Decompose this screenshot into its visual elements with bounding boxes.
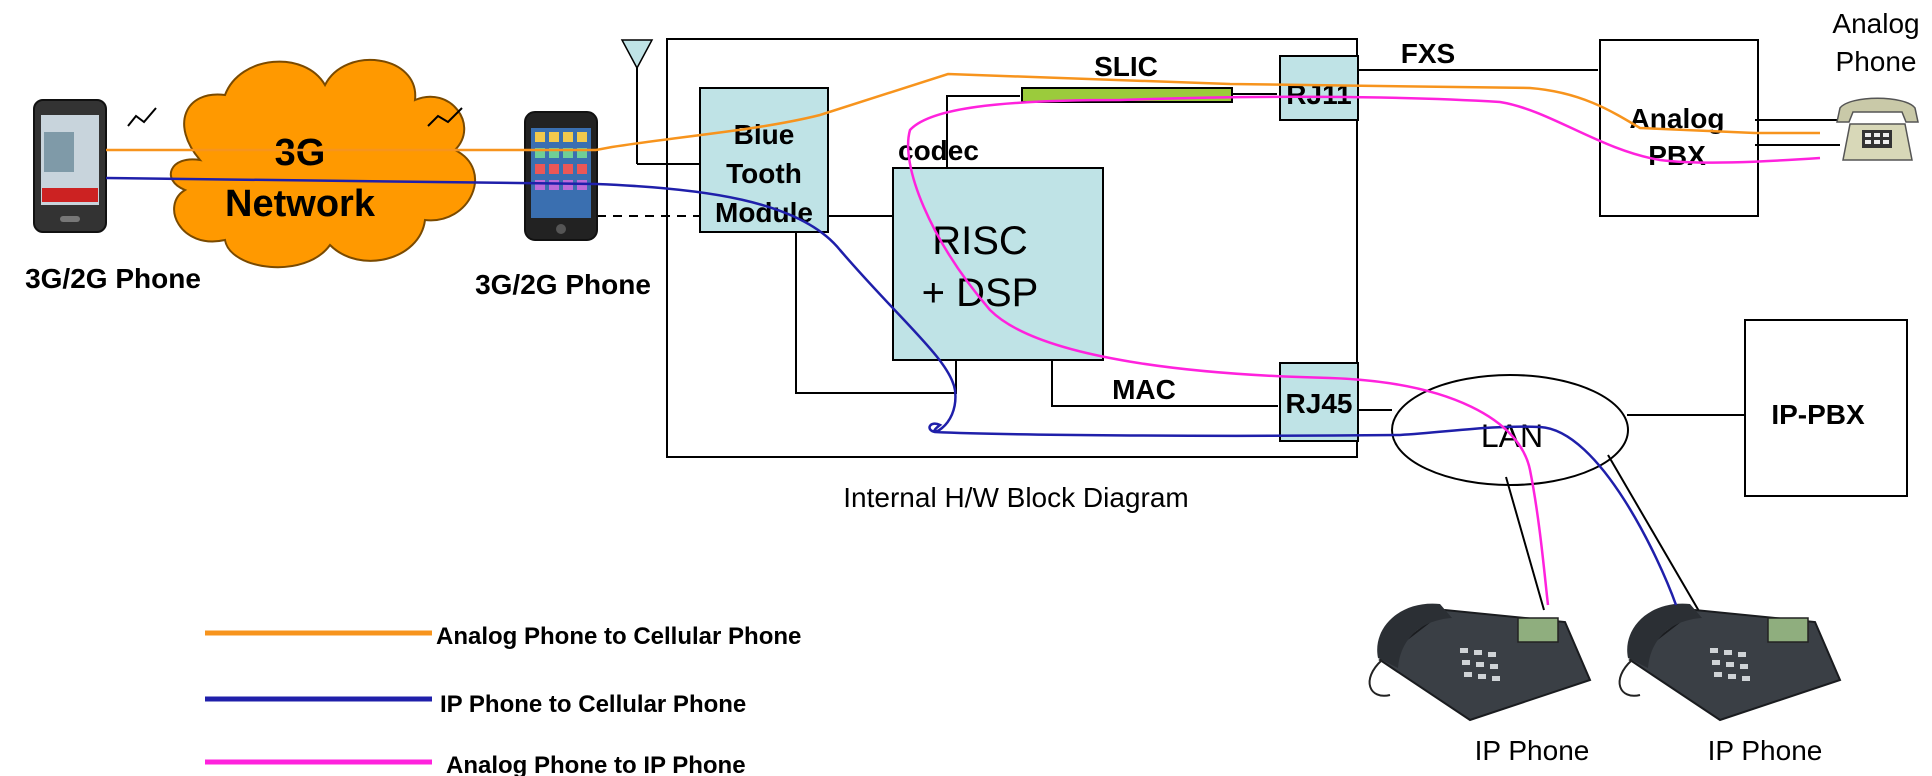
bluetooth-label-line1: Blue (734, 119, 795, 150)
fxs-label: FXS (1401, 38, 1455, 69)
cloud-label-line1: 3G (275, 132, 326, 174)
path-analog-to-ip (906, 95, 1821, 606)
analog-pbx-block (1599, 39, 1759, 217)
rj11-block (1279, 55, 1359, 121)
lan-ellipse (1391, 374, 1629, 486)
ip-phone-1-label: IP Phone (1475, 735, 1590, 766)
codec-label: codec (898, 135, 979, 166)
bluetooth-label-line2: Tooth (726, 158, 802, 189)
path-ip-to-cellular (105, 176, 1678, 606)
slic-label: SLIC (1094, 51, 1158, 82)
path-analog-to-cellular (106, 72, 1820, 152)
ip-phone-icon (1368, 603, 1592, 722)
risc-label-line2: + DSP (922, 271, 1039, 315)
cloud-label-line2: Network (225, 183, 376, 225)
analog-pbx-label-line2: PBX (1648, 140, 1706, 171)
internal-hw-box (666, 38, 1358, 458)
legend-label-ip-to-cellular: IP Phone to Cellular Phone (440, 691, 746, 718)
analog-phone-label-line1: Analog (1832, 8, 1919, 39)
3g-network-cloud (169, 59, 476, 269)
phone-right-label: 3G/2G Phone (475, 269, 651, 300)
bluetooth-module-block (699, 87, 829, 233)
legend-label-analog-to-ip: Analog Phone to IP Phone (446, 752, 746, 776)
bluetooth-label-line3: Module (715, 197, 813, 228)
cellphone-icon (33, 99, 107, 233)
smartphone-icon (524, 111, 598, 241)
internal-wiring (795, 69, 1840, 631)
analog-phone-icon (1836, 97, 1919, 161)
antenna-icon (620, 39, 700, 165)
analog-phone-label-line2: Phone (1836, 46, 1917, 77)
ip-phone-2-label: IP Phone (1708, 735, 1823, 766)
rj45-label: RJ45 (1286, 388, 1353, 419)
phone-left-label: 3G/2G Phone (25, 263, 201, 294)
ip-pbx-label: IP-PBX (1771, 399, 1865, 430)
wireless-signal-right (427, 107, 463, 127)
risc-label-line1: RISC (932, 219, 1028, 263)
mac-label: MAC (1112, 374, 1176, 405)
risc-dsp-block (892, 167, 1104, 361)
ip-pbx-block (1744, 319, 1908, 497)
wireless-signal-left (127, 107, 157, 127)
legend-label-analog-to-cellular: Analog Phone to Cellular Phone (436, 623, 801, 650)
ip-phone-icon (1618, 603, 1842, 722)
internal-hw-caption: Internal H/W Block Diagram (843, 482, 1188, 513)
legend: Analog Phone to Cellular Phone IP Phone … (205, 623, 801, 776)
